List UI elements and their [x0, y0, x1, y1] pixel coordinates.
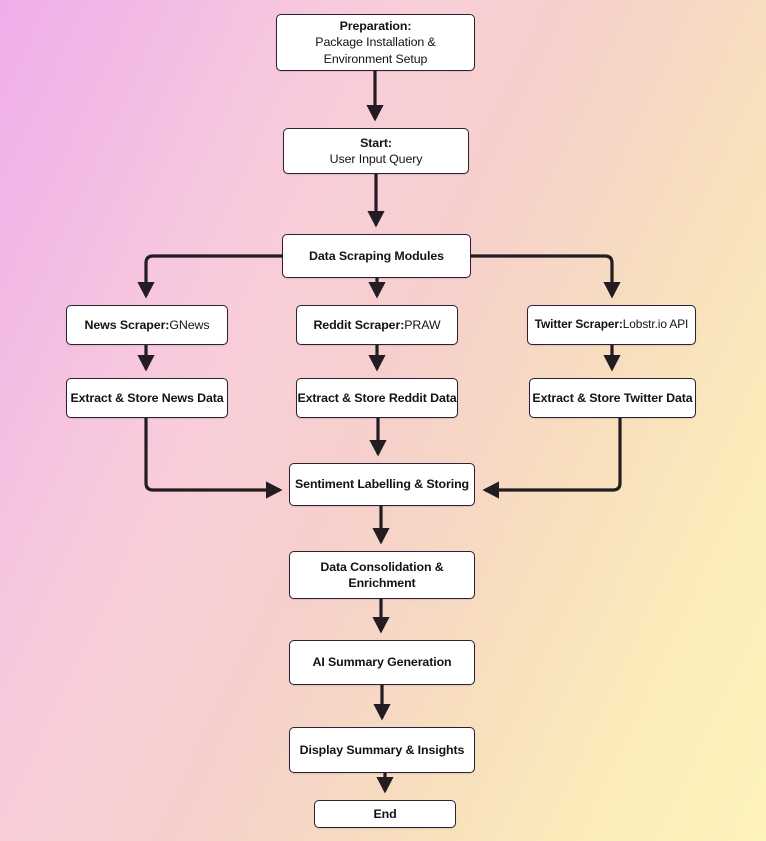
node-news-scraper[interactable]: News Scraper: GNews	[66, 305, 228, 345]
node-extract-store-news-data[interactable]: Extract & Store News Data	[66, 378, 228, 418]
node-display-summary-label: Display Summary & Insights	[299, 742, 465, 757]
node-sentiment-labelling-and-storing[interactable]: Sentiment Labelling & Storing	[289, 463, 475, 506]
node-preparation-line2: Package Installation &	[315, 35, 436, 50]
node-extract-store-news-data-label: Extract & Store News Data	[70, 390, 224, 405]
edge-modules-to-twitter-scraper	[471, 254, 621, 299]
node-reddit-scraper[interactable]: Reddit Scraper: PRAW	[296, 305, 458, 345]
node-end[interactable]: End	[314, 800, 456, 828]
node-data-scraping-modules-label: Data Scraping Modules	[309, 248, 444, 263]
node-ai-summary-generation[interactable]: AI Summary Generation	[289, 640, 475, 685]
node-news-scraper-value: GNews	[169, 317, 210, 332]
node-reddit-scraper-label: Reddit Scraper:	[313, 317, 405, 332]
node-preparation[interactable]: Preparation: Package Installation & Envi…	[276, 14, 475, 71]
node-extract-store-reddit-data[interactable]: Extract & Store Reddit Data	[296, 378, 458, 418]
edge-extract-news-to-sentiment	[144, 418, 283, 499]
node-end-label: End	[373, 806, 397, 821]
node-twitter-scraper-label: Twitter Scraper:	[534, 317, 623, 332]
node-data-consolidation-line2: Enrichment	[348, 576, 416, 590]
node-twitter-scraper-value: Lobstr.io API	[622, 317, 689, 332]
node-extract-store-twitter-data[interactable]: Extract & Store Twitter Data	[529, 378, 696, 418]
node-preparation-title: Preparation:	[339, 19, 412, 34]
node-start[interactable]: Start: User Input Query	[283, 128, 469, 174]
node-data-consolidation-and-enrichment[interactable]: Data Consolidation & Enrichment	[289, 551, 475, 599]
node-extract-store-twitter-data-label: Extract & Store Twitter Data	[532, 390, 693, 405]
node-data-consolidation-line1: Data Consolidation &	[320, 559, 444, 574]
node-twitter-scraper[interactable]: Twitter Scraper: Lobstr.io API	[527, 305, 696, 345]
edge-modules-to-news-scraper	[137, 254, 282, 299]
node-sentiment-labelling-label: Sentiment Labelling & Storing	[294, 477, 470, 492]
node-start-title: Start:	[360, 135, 392, 150]
node-display-summary-and-insights[interactable]: Display Summary & Insights	[289, 727, 475, 773]
node-extract-store-reddit-data-label: Extract & Store Reddit Data	[297, 390, 457, 405]
node-news-scraper-label: News Scraper:	[84, 317, 170, 332]
node-preparation-line3: Environment Setup	[323, 51, 428, 66]
node-start-line2: User Input Query	[329, 152, 423, 166]
node-ai-summary-generation-label: AI Summary Generation	[312, 655, 452, 670]
edge-extract-twitter-to-sentiment	[482, 418, 622, 499]
node-data-scraping-modules[interactable]: Data Scraping Modules	[282, 234, 471, 278]
node-reddit-scraper-value: PRAW	[404, 317, 441, 332]
